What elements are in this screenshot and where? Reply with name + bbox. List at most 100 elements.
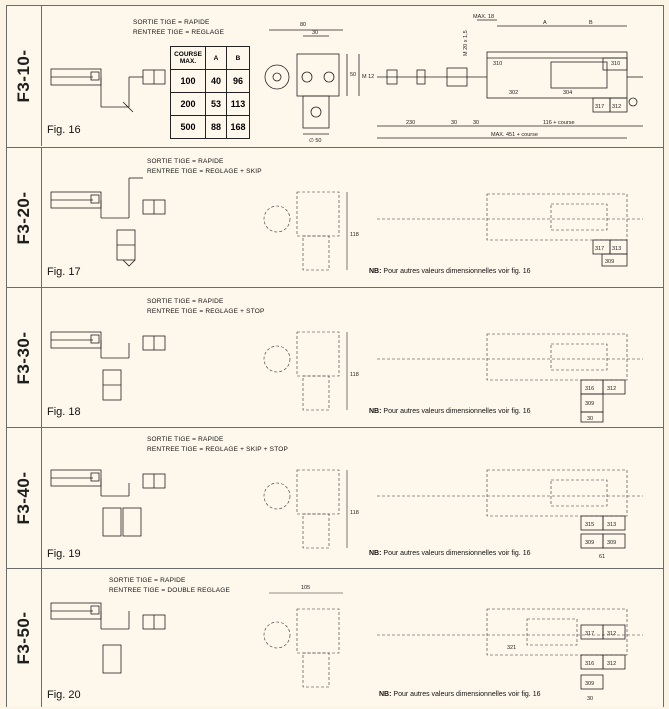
mode-line-2: RENTREE TIGE = REGLAGE + SKIP + STOP [147, 446, 289, 453]
dim-30: 30 [587, 696, 593, 702]
clevis-front-view [263, 191, 340, 271]
clevis-front-view [263, 469, 340, 549]
b-cell: 168 [226, 115, 250, 139]
technical-drawing: 105 321 317 312 316 312 309 30 [50, 585, 643, 702]
part-317: 317 [595, 246, 604, 252]
nb-prefix: NB: [369, 408, 382, 415]
b-cell: 113 [226, 92, 250, 116]
cylinder-side-view [377, 19, 643, 139]
catalog-sheet: F3-10- SORTIE TIGE = RAPIDE RENTREE TIGE… [6, 5, 664, 707]
dim-80: 80 [300, 22, 306, 28]
mode-line-2: RENTREE TIGE = REGLAGE + SKIP [147, 168, 262, 175]
dim-b: B [589, 20, 593, 26]
figure-label: Fig. 17 [47, 266, 81, 278]
mode-line-1: SORTIE TIGE = RAPIDE [147, 158, 224, 165]
nb-text: Pour autres valeurs dimensionnelles voir… [383, 408, 531, 415]
mode-line-1: SORTIE TIGE = RAPIDE [109, 577, 186, 584]
dim-30: 30 [587, 416, 593, 422]
course-header: COURSE MAX. [170, 46, 206, 70]
nb-prefix: NB: [369, 550, 382, 557]
mode-line-1: SORTIE TIGE = RAPIDE [133, 19, 210, 26]
part-321: 321 [507, 645, 516, 651]
part-309: 309 [585, 681, 594, 687]
nb-note: NB: Pour autres valeurs dimensionnelles … [369, 550, 530, 557]
figure-label: Fig. 19 [47, 548, 81, 560]
row-f3-20: F3-20- SORTIE TIGE = RAPIDE RENTREE TIGE… [7, 147, 663, 287]
part-302: 302 [509, 90, 518, 96]
dim-m12: M 12 [362, 74, 374, 80]
model-code-box: F3-20- [7, 148, 42, 287]
technical-drawing: 118 317 313 309 [50, 177, 643, 271]
cylinder-side-view [377, 333, 643, 381]
part-310b: 310 [611, 61, 620, 67]
cylinder-side-view [377, 193, 643, 241]
table-row: 500 88 168 [170, 115, 250, 139]
course-cell: 500 [170, 115, 206, 139]
nb-note: NB: Pour autres valeurs dimensionnelles … [369, 408, 530, 415]
pneumatic-schematic [50, 469, 166, 537]
nb-prefix: NB: [369, 268, 382, 275]
row-f3-30: F3-30- SORTIE TIGE = RAPIDE RENTREE TIGE… [7, 287, 663, 427]
b-header: B [226, 46, 250, 70]
mode-line-1: SORTIE TIGE = RAPIDE [147, 436, 224, 443]
figure-label: Fig. 20 [47, 689, 81, 701]
mode-line-2: RENTREE TIGE = REGLAGE [133, 29, 225, 36]
dim-m20: M 20 x 1,5 [463, 30, 469, 56]
dim-30: 30 [312, 30, 318, 36]
part-312b: 312 [607, 661, 616, 667]
mode-line-2: RENTREE TIGE = DOUBLE REGLAGE [109, 587, 231, 594]
figure-label: Fig. 18 [47, 406, 81, 418]
model-code-box: F3-50- [7, 569, 42, 707]
model-code-box: F3-40- [7, 428, 42, 568]
model-code-box: F3-10- [7, 6, 42, 146]
dim-max451: MAX. 451 + course [491, 132, 538, 138]
dim-30b: 30 [451, 120, 457, 126]
valve-block [592, 239, 628, 267]
dim-118: 118 [350, 372, 359, 378]
model-code-box: F3-30- [7, 288, 42, 427]
dim-50: 50 [350, 72, 356, 78]
nb-text: Pour autres valeurs dimensionnelles voir… [383, 268, 531, 275]
part-304: 304 [563, 90, 572, 96]
technical-drawing: 118 316 312 309 30 [50, 331, 643, 423]
part-316: 316 [585, 386, 594, 392]
dim-118: 118 [350, 232, 359, 238]
dim-118: 118 [350, 510, 359, 516]
clevis-front-view [263, 331, 340, 411]
valve-block [580, 379, 626, 423]
dim-phi50: ∅ 50 [309, 137, 321, 144]
pneumatic-schematic [50, 602, 166, 674]
dim-a: A [543, 20, 547, 26]
part-310: 310 [493, 61, 502, 67]
table-row: 200 53 113 [170, 92, 250, 116]
dim-30c: 30 [473, 120, 479, 126]
part-316: 316 [585, 661, 594, 667]
dim-230: 230 [406, 120, 415, 126]
pneumatic-schematic [50, 331, 166, 401]
technical-drawing: 80 30 50 M 12 ∅ 50 [50, 14, 643, 144]
valve-block [580, 624, 626, 690]
a-cell: 88 [205, 115, 227, 139]
clevis-front-view [264, 29, 360, 135]
row-f3-10: F3-10- SORTIE TIGE = RAPIDE RENTREE TIGE… [7, 6, 663, 146]
pneumatic-schematic [50, 68, 166, 113]
part-313: 313 [607, 522, 616, 528]
part-315: 315 [585, 522, 594, 528]
nb-text: Pour autres valeurs dimensionnelles voir… [383, 550, 531, 557]
technical-drawing: 118 315 313 309 309 61 [50, 469, 643, 560]
mode-line-2: RENTREE TIGE = REGLAGE + STOP [147, 308, 265, 315]
pneumatic-schematic [50, 177, 166, 267]
dim-61: 61 [599, 554, 605, 560]
part-317: 317 [595, 104, 604, 110]
valve-block [580, 515, 626, 549]
nb-text: Pour autres valeurs dimensionnelles voir… [393, 691, 541, 698]
figure-label: Fig. 16 [47, 124, 81, 136]
nb-note: NB: Pour autres valeurs dimensionnelles … [369, 268, 530, 275]
dim-max18: MAX. 18 [473, 14, 494, 20]
dim-105: 105 [301, 585, 310, 591]
nb-note: NB: Pour autres valeurs dimensionnelles … [379, 691, 540, 698]
part-309: 309 [585, 401, 594, 407]
clevis-front-view [263, 608, 340, 688]
dim-116-course: 116 + course [543, 120, 575, 126]
part-312: 312 [607, 386, 616, 392]
